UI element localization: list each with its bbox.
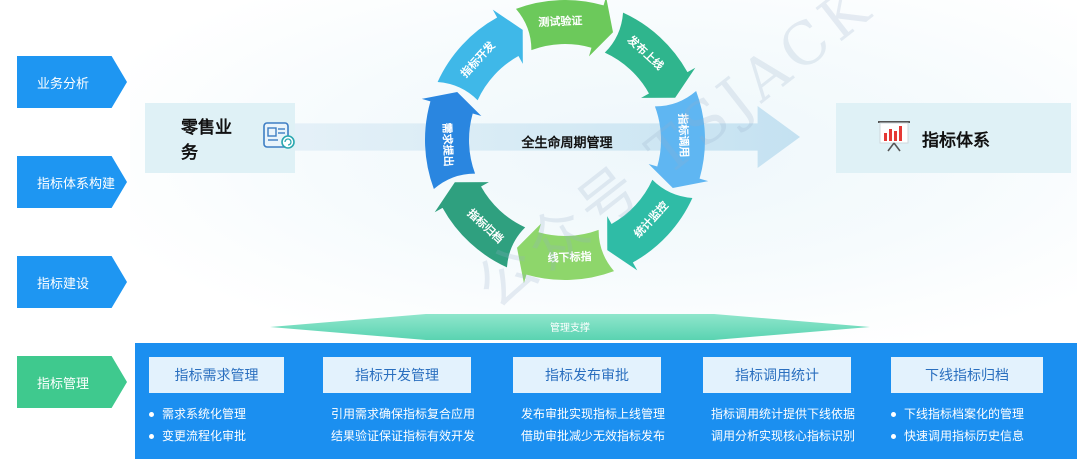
management-panel: 指标需求管理 需求系统化管理 变更流程化审批 指标开发管理 引用需求确保指标复合… xyxy=(135,343,1077,459)
cycle-segment-label: 需求提出 xyxy=(440,122,456,167)
bullet-icon xyxy=(891,433,896,439)
phase-metric-construction: 指标建设 xyxy=(17,256,127,308)
metric-system-label: 指标体系 xyxy=(922,130,990,151)
mgmt-item: 下线指标档案化的管理 xyxy=(891,403,1043,425)
mgmt-item: 发布审批实现指标上线管理 xyxy=(513,403,665,425)
mgmt-item-text: 结果验证保证指标有效开发 xyxy=(331,429,476,443)
mgmt-item: 快速调用指标历史信息 xyxy=(891,425,1043,447)
phase-metric-management: 指标管理 xyxy=(17,356,127,408)
lifecycle-center-title: 全生命周期管理 xyxy=(521,136,613,151)
mgmt-column-title: 指标需求管理 xyxy=(149,357,284,393)
cycle-segment-arrow xyxy=(421,92,482,190)
bullet-icon xyxy=(891,411,896,417)
bullet-icon xyxy=(149,433,154,439)
bullet-icon xyxy=(149,411,154,417)
mgmt-column-release: 指标发布审批 发布审批实现指标上线管理 借助审批减少无效指标发布 xyxy=(513,357,665,447)
mgmt-item-text: 指标调用统计提供下线依据 xyxy=(711,407,856,421)
mgmt-item-text: 下线指标档案化的管理 xyxy=(904,407,1025,421)
mgmt-item: 需求系统化管理 xyxy=(149,403,284,425)
bar-chart-board-icon xyxy=(876,119,912,157)
mgmt-column-title: 下线指标归档 xyxy=(891,357,1043,393)
mgmt-column-title: 指标开发管理 xyxy=(323,357,471,393)
document-card-icon xyxy=(263,121,295,155)
mgmt-item: 调用分析实现核心指标识别 xyxy=(703,425,855,447)
phase-business-analysis: 业务分析 xyxy=(17,56,127,108)
mgmt-column-requirement: 指标需求管理 需求系统化管理 变更流程化审批 xyxy=(149,357,284,447)
mgmt-item-text: 借助审批减少无效指标发布 xyxy=(521,429,666,443)
cycle-segment-label: 线下标指 xyxy=(547,249,592,265)
mgmt-item-text: 引用需求确保指标复合应用 xyxy=(331,407,476,421)
mgmt-item: 借助审批减少无效指标发布 xyxy=(513,425,665,447)
mgmt-item-text: 需求系统化管理 xyxy=(162,407,247,421)
cycle-segment-arrow xyxy=(434,182,526,268)
cycle-segment-arrow xyxy=(607,179,693,271)
mgmt-column-title: 指标调用统计 xyxy=(703,357,851,393)
retail-business-label: 零售业务 xyxy=(181,118,232,163)
metric-system-box: 指标体系 xyxy=(836,103,1071,173)
mgmt-item-text: 调用分析实现核心指标识别 xyxy=(711,429,856,443)
mgmt-item-text: 快速调用指标历史信息 xyxy=(904,429,1025,443)
mgmt-item: 变更流程化审批 xyxy=(149,425,284,447)
management-support-label: 管理支撑 xyxy=(550,323,590,334)
cycle-segment-label: 指标调用 xyxy=(676,113,692,158)
cycle-segment-arrow xyxy=(604,12,696,98)
mgmt-column-development: 指标开发管理 引用需求确保指标复合应用 结果验证保证指标有效开发 xyxy=(323,357,475,447)
phase-metric-system-build: 指标体系构建 xyxy=(17,156,127,208)
mgmt-item: 指标调用统计提供下线依据 xyxy=(703,403,855,425)
mgmt-column-archive: 下线指标归档 下线指标档案化的管理 快速调用指标历史信息 xyxy=(891,357,1043,447)
mgmt-column-usage: 指标调用统计 指标调用统计提供下线依据 调用分析实现核心指标识别 xyxy=(703,357,855,447)
mgmt-item: 引用需求确保指标复合应用 xyxy=(323,403,475,425)
retail-business-box: 零售业务 xyxy=(145,103,295,173)
cycle-segment-arrow xyxy=(515,0,613,57)
cycle-segment-arrow xyxy=(648,90,709,188)
mgmt-item-text: 变更流程化审批 xyxy=(162,429,247,443)
mgmt-column-title: 指标发布审批 xyxy=(513,357,661,393)
cycle-segment-label: 测试验证 xyxy=(538,13,583,29)
mgmt-item: 结果验证保证指标有效开发 xyxy=(323,425,475,447)
mgmt-item-text: 发布审批实现指标上线管理 xyxy=(521,407,666,421)
cycle-segment-arrow xyxy=(517,223,615,284)
lifecycle-cycle: 测试验证发布上线指标调用统计监控线下标指指标归档需求提出指标开发 xyxy=(390,0,730,310)
cycle-segment-arrow xyxy=(437,9,523,101)
